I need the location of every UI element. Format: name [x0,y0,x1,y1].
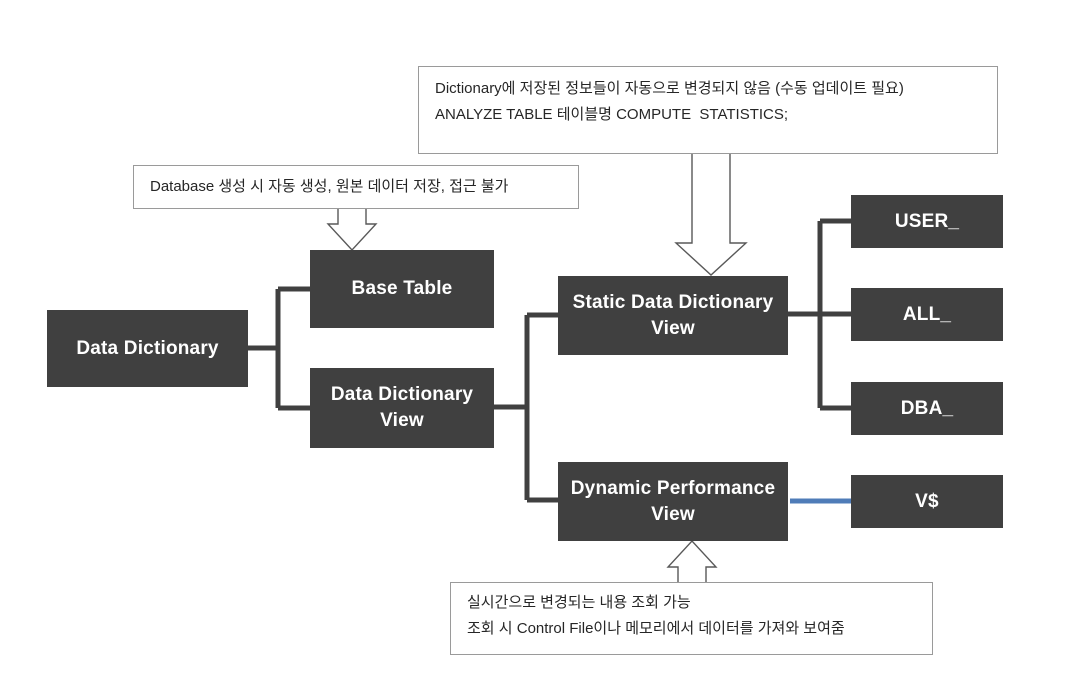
callout-base-table-note-line-1: Database 생성 시 자동 생성, 원본 데이터 저장, 접근 불가 [150,177,509,195]
node-dba-prefix[interactable]: DBA_ [851,382,1003,435]
node-base-table-label: Base Table [351,278,453,300]
callout-static-dictionary-note[interactable]: Dictionary에 저장된 정보들이 자동으로 변경되지 않음 (수동 업데… [418,66,998,154]
node-user-prefix-label: USER_ [894,210,960,232]
node-static-data-dictionary-view[interactable]: Static Data Dictionary View [558,276,788,355]
node-user-prefix[interactable]: USER_ [851,195,1003,248]
node-v-dollar-prefix-label: V$ [915,490,939,512]
arrow-dynamic-performance-note [666,539,718,584]
callout-static-dictionary-note-line-1: Dictionary에 저장된 정보들이 자동으로 변경되지 않음 (수동 업데… [435,80,904,97]
node-data-dictionary[interactable]: Data Dictionary [47,310,248,387]
callout-dynamic-performance-note[interactable]: 실시간으로 변경되는 내용 조회 가능 조회 시 Control File이나 … [450,582,933,655]
callout-dynamic-performance-note-line-1: 실시간으로 변경되는 내용 조회 가능 [467,594,691,611]
callout-static-dictionary-note-line-2: ANALYZE TABLE 테이블명 COMPUTE STATISTICS; [435,106,789,124]
node-data-dictionary-label: Data Dictionary [76,337,219,359]
arrow-base-table-note [326,207,378,252]
arrow-static-dictionary-note [674,152,748,276]
node-dynamic-performance-view-label: Dynamic Performance View [570,477,776,525]
callout-dynamic-performance-note-line-2: 조회 시 Control File이나 메모리에서 데이터를 가져와 보여줌 [467,620,845,638]
node-v-dollar-prefix[interactable]: V$ [851,475,1003,528]
node-base-table[interactable]: Base Table [310,250,494,328]
node-all-prefix-label: ALL_ [902,303,952,325]
node-static-data-dictionary-view-label: Static Data Dictionary View [572,291,774,339]
node-all-prefix[interactable]: ALL_ [851,288,1003,341]
node-data-dictionary-view-label: Data Dictionary View [330,384,474,431]
node-data-dictionary-view[interactable]: Data Dictionary View [310,368,494,448]
node-dynamic-performance-view[interactable]: Dynamic Performance View [558,462,788,541]
callout-base-table-note[interactable]: Database 생성 시 자동 생성, 원본 데이터 저장, 접근 불가 [133,165,579,209]
node-dba-prefix-label: DBA_ [900,397,954,419]
